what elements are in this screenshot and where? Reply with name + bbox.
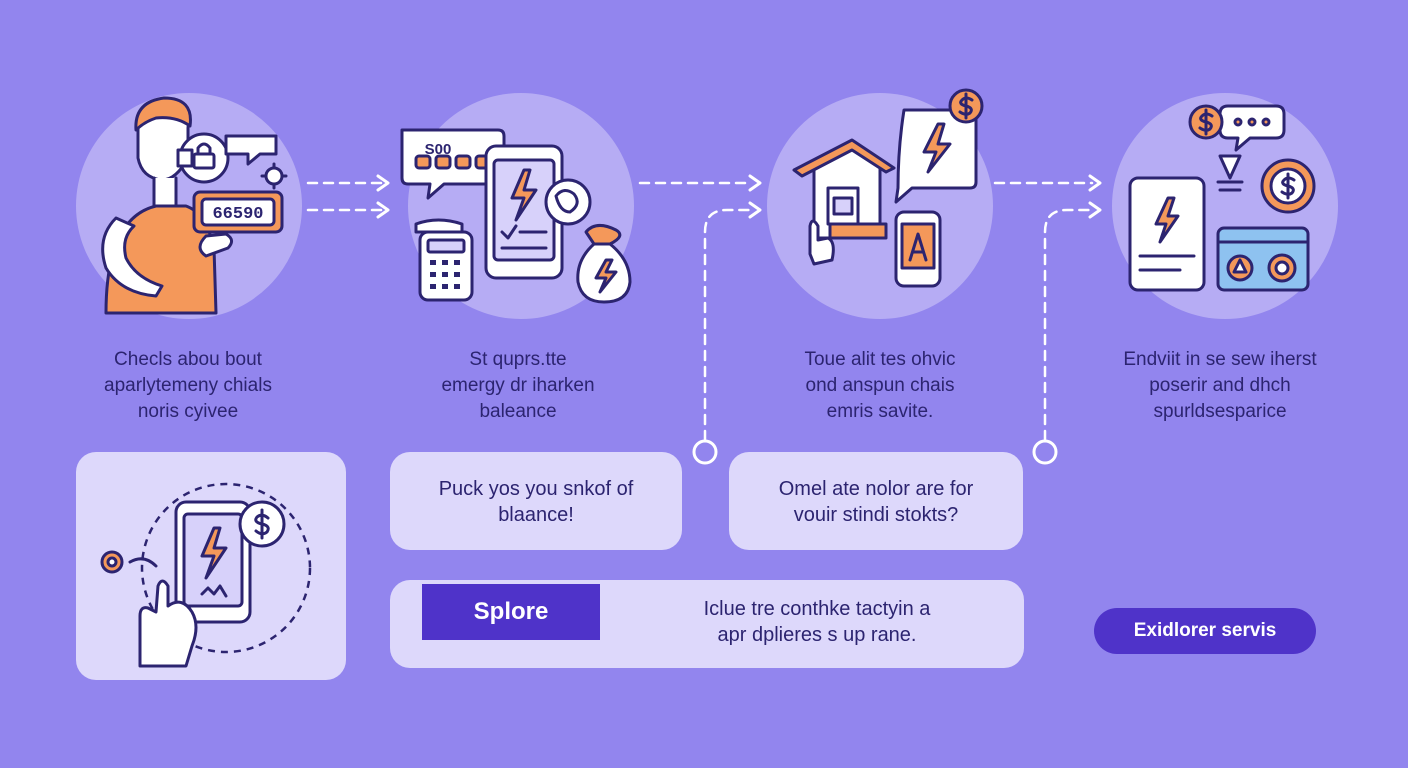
- explore-line-2: apr dplieres s up rane.: [717, 624, 917, 646]
- step-1-line-2: aparlytemeny chials: [104, 375, 272, 396]
- explore-services-button[interactable]: Exidlorer servis: [1094, 608, 1316, 654]
- explore-card: Splore Iclue tre conthke tactyin a apr d…: [390, 580, 1024, 668]
- step-4-line-3: spurldsesparice: [1153, 401, 1287, 422]
- step-3-line-2: ond anspun chais: [805, 375, 955, 396]
- prompt-card-2-text: Omel ate nolor are for vouir stindi stok…: [729, 476, 1023, 528]
- step-4-line-2: poserir and dhch: [1149, 375, 1291, 396]
- step-2-line-3: baleance: [479, 401, 557, 422]
- phone-payment-icon: [100, 482, 312, 668]
- step-4-line-1: Endviit in se sew iherst: [1123, 349, 1317, 370]
- phone-card: [76, 452, 346, 680]
- house-energy-app-icon: [792, 88, 984, 288]
- step-1-description: Checls abou bout aparlytemeny chials nor…: [58, 347, 318, 425]
- prompt-card-1: Puck yos you snkof of blaance!: [390, 452, 682, 550]
- explore-button[interactable]: Splore: [422, 584, 600, 640]
- prompt-2-line-1: Omel ate nolor are for: [778, 478, 974, 500]
- prompt-1-line-2: blaance!: [498, 504, 574, 526]
- services-dashboard-icon: [1128, 104, 1316, 292]
- prompt-card-2: Omel ate nolor are for vouir stindi stok…: [729, 452, 1023, 550]
- explore-description: Iclue tre conthke tactyin a apr dplieres…: [652, 596, 982, 648]
- step-1-line-3: noris cyivee: [137, 401, 239, 422]
- bubble-text: S00: [425, 141, 452, 158]
- prompt-2-line-2: vouir stindi stokts?: [793, 504, 959, 526]
- step-3-line-1: Toue alit tes ohvic: [804, 349, 956, 370]
- phone-energy-bill-icon: S00: [400, 128, 632, 304]
- step-2-line-2: emergy dr iharken: [441, 375, 595, 396]
- step-1-line-1: Checls abou bout: [114, 349, 262, 370]
- explore-line-1: Iclue tre conthke tactyin a: [703, 598, 931, 620]
- step-4-description: Endviit in se sew iherst poserir and dhc…: [1090, 347, 1350, 425]
- step-3-line-3: emris savite.: [826, 401, 934, 422]
- prompt-1-line-1: Puck yos you snkof of: [438, 478, 634, 500]
- step-3-description: Toue alit tes ohvic ond anspun chais emr…: [750, 347, 1010, 425]
- person-phone-call-icon: 66590: [101, 96, 288, 315]
- step-2-description: St quprs.tte emergy dr iharken baleance: [388, 347, 648, 425]
- prompt-card-1-text: Puck yos you snkof of blaance!: [390, 476, 682, 528]
- screen-value: 66590: [212, 205, 263, 224]
- step-2-line-1: St quprs.tte: [469, 349, 567, 370]
